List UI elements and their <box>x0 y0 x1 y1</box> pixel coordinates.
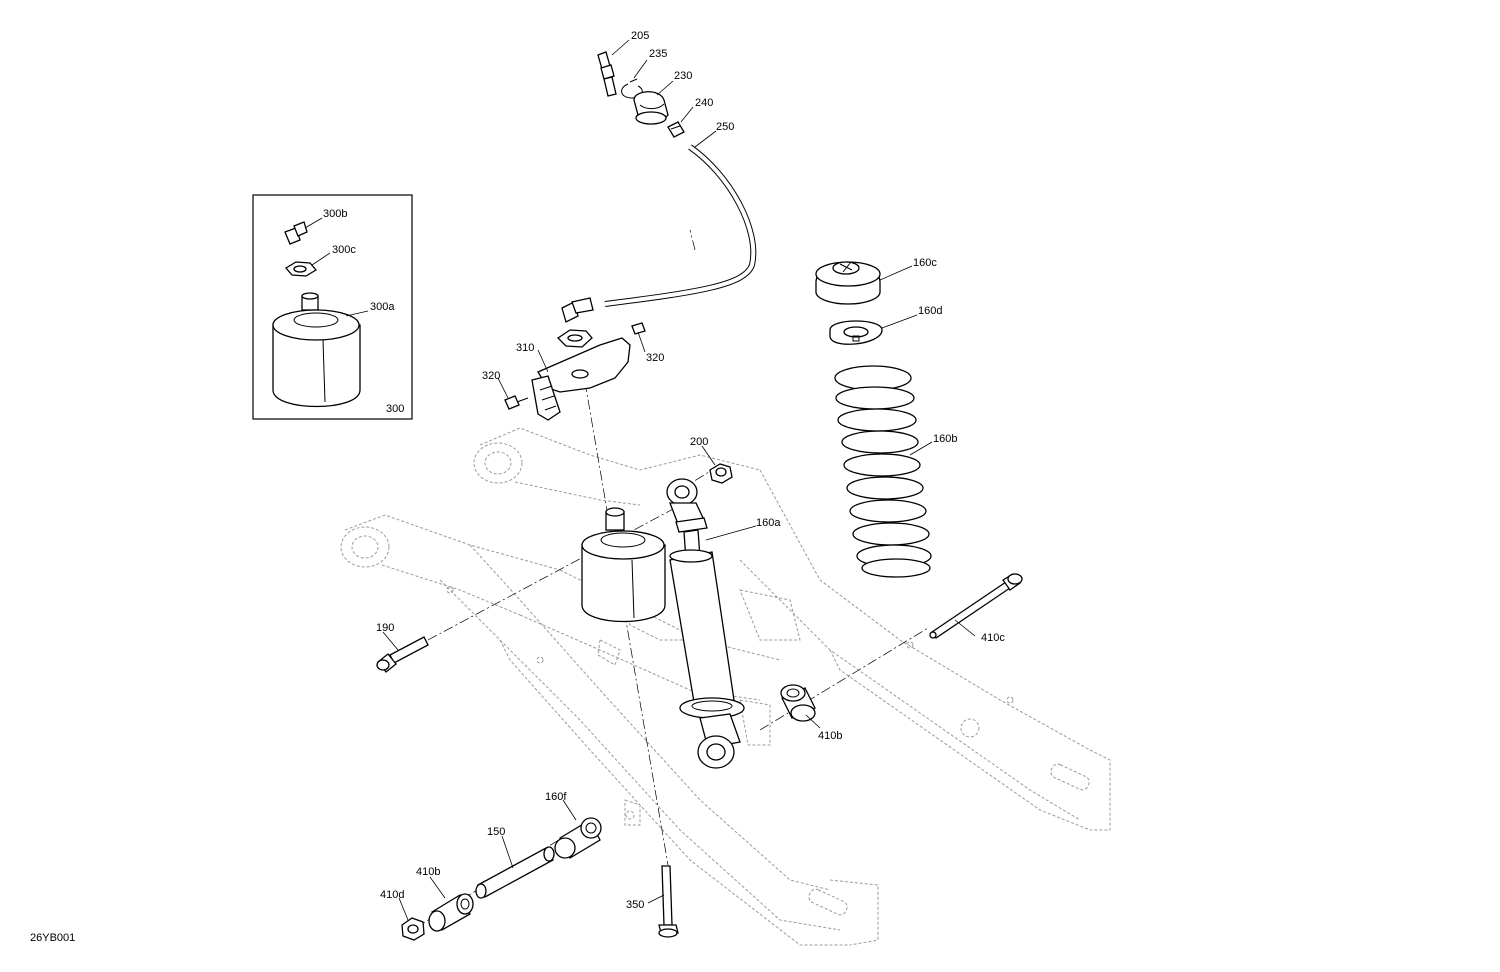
elbow-fitting <box>561 297 594 323</box>
drawing-code: 26YB001 <box>30 932 75 944</box>
callout-320-right: 320 <box>646 352 664 364</box>
callout-160a: 160a <box>756 517 781 529</box>
callout-160d: 160d <box>918 305 942 317</box>
callout-320-left: 320 <box>482 370 500 382</box>
callout-205: 205 <box>631 30 649 42</box>
coil-spring-160b <box>834 365 932 578</box>
connector-240 <box>667 121 685 138</box>
grommet-230 <box>633 91 669 125</box>
air-line-250 <box>604 144 757 307</box>
callout-235: 235 <box>649 48 667 60</box>
bracket-310 <box>531 337 631 421</box>
nut-200 <box>709 463 733 484</box>
callout-410c: 410c <box>981 632 1005 644</box>
bushing-410b-left <box>428 893 474 932</box>
callout-300b: 300b <box>323 208 347 220</box>
callout-410b-right: 410b <box>818 730 842 742</box>
shock-absorber-160a <box>666 478 745 769</box>
bushing-410b-right <box>780 684 816 722</box>
callout-410d: 410d <box>380 889 404 901</box>
callout-160c: 160c <box>913 257 937 269</box>
callout-350: 350 <box>626 899 644 911</box>
callout-300c: 300c <box>332 244 356 256</box>
callout-160b: 160b <box>933 433 957 445</box>
bolt-350 <box>658 865 679 938</box>
callout-410b-left: 410b <box>416 866 440 878</box>
callout-190: 190 <box>376 622 394 634</box>
fitting-205 <box>597 51 617 97</box>
callout-240: 240 <box>695 97 713 109</box>
callout-160f: 160f <box>545 791 567 803</box>
callout-150: 150 <box>487 826 505 838</box>
spring-retainer-160d <box>829 320 883 345</box>
screw-320-right <box>631 322 646 335</box>
air-canister <box>581 507 666 623</box>
callout-labels: 205 235 230 240 250 300b 300c 300a 300 1… <box>30 30 1005 944</box>
screw-320-left <box>504 395 529 410</box>
callout-200: 200 <box>690 436 708 448</box>
callout-300: 300 <box>386 403 404 415</box>
callout-300a: 300a <box>370 301 395 313</box>
spring-seat-160c <box>815 261 881 305</box>
air-canister-kit-300 <box>252 194 413 420</box>
sleeve-150 <box>475 846 555 899</box>
nut-above-bracket <box>556 329 593 348</box>
callout-250: 250 <box>716 121 734 133</box>
bolt-410c <box>929 573 1023 639</box>
nut-410d <box>401 917 425 941</box>
bushing-160f <box>554 817 602 859</box>
leader-lines <box>304 39 976 921</box>
bolt-190 <box>376 636 429 673</box>
retaining-clip-235 <box>621 78 643 99</box>
callout-310: 310 <box>516 342 534 354</box>
callout-230: 230 <box>674 70 692 82</box>
